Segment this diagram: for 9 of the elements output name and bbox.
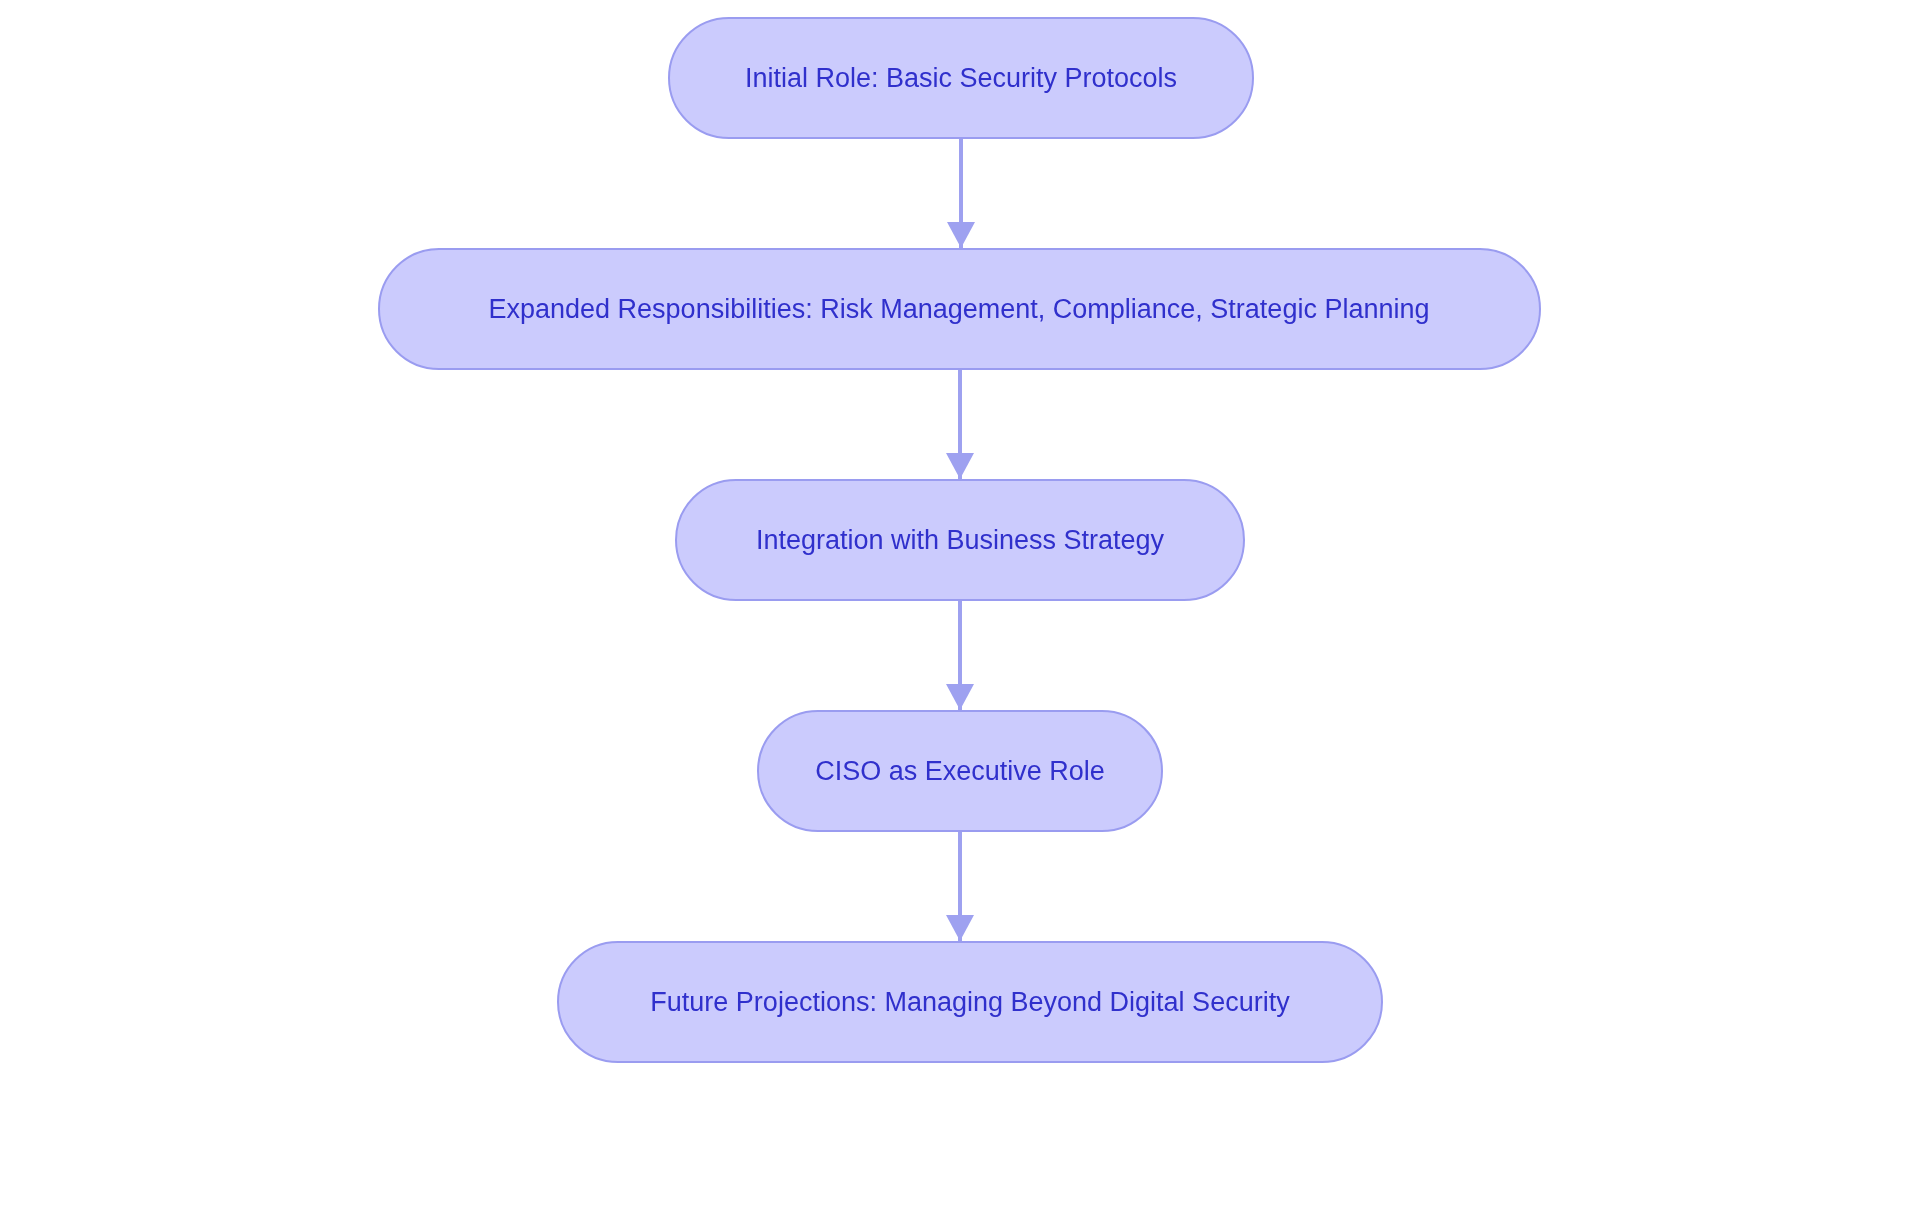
- node-label: Initial Role: Basic Security Protocols: [744, 62, 1178, 94]
- node-label: Expanded Responsibilities: Risk Management, Compliance, Strategic Planning: [488, 293, 1430, 325]
- node-label: Future Projections: Managing Beyond Digital Security: [650, 986, 1290, 1018]
- arrow: [947, 139, 975, 248]
- node-label: Integration with Business Strategy: [755, 524, 1165, 556]
- arrow: [946, 370, 974, 479]
- arrow: [946, 832, 974, 941]
- arrow: [946, 601, 974, 710]
- node-label: CISO as Executive Role: [815, 755, 1105, 787]
